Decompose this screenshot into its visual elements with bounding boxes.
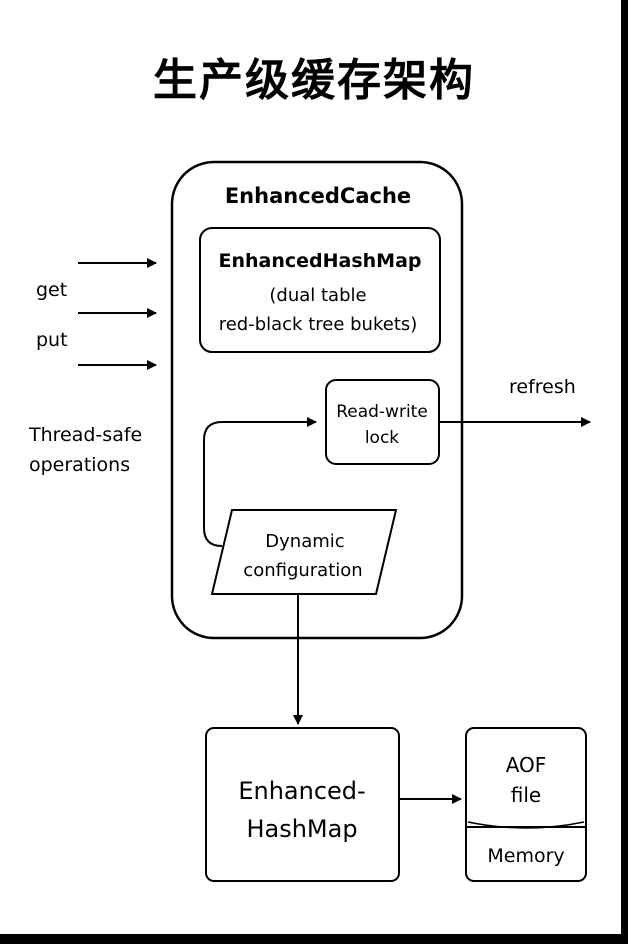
put-label: put [36,329,68,351]
enhanced-hashmap-desc-2: red-black tree bukets) [219,314,418,335]
read-write-lock-box [325,379,440,465]
memory-label: Memory [487,845,564,867]
dynamic-configuration-shape [210,509,398,595]
thread-safe-label-1: Thread-safe [28,424,142,446]
dynamic-configuration-label-1: Dynamic [265,531,344,552]
enhanced-hashmap-desc-1: (dual table [269,285,366,306]
read-write-lock-label-2: lock [365,428,399,448]
read-write-lock-label-1: Read-write [336,402,428,422]
get-label: get [36,279,67,301]
diagram-title: 生产级缓存架构 [153,55,475,106]
aof-file-curve [467,821,585,829]
dynamic-configuration-label-2: configuration [243,560,362,581]
refresh-label: refresh [509,376,576,398]
bottom-hashmap-label-2: HashMap [246,815,357,843]
thread-safe-label-2: operations [29,454,130,476]
enhanced-cache-label: EnhancedCache [225,184,411,208]
storage-box [465,727,587,882]
bottom-hashmap-label-1: Enhanced- [238,777,365,805]
aof-label-1: AOF [506,753,547,777]
aof-label-2: file [511,783,541,807]
enhanced-hashmap-box [199,227,441,353]
config-to-lock-arrow [203,417,317,547]
enhanced-hashmap-title: EnhancedHashMap [218,250,421,272]
bottom-hashmap-box [205,727,400,882]
